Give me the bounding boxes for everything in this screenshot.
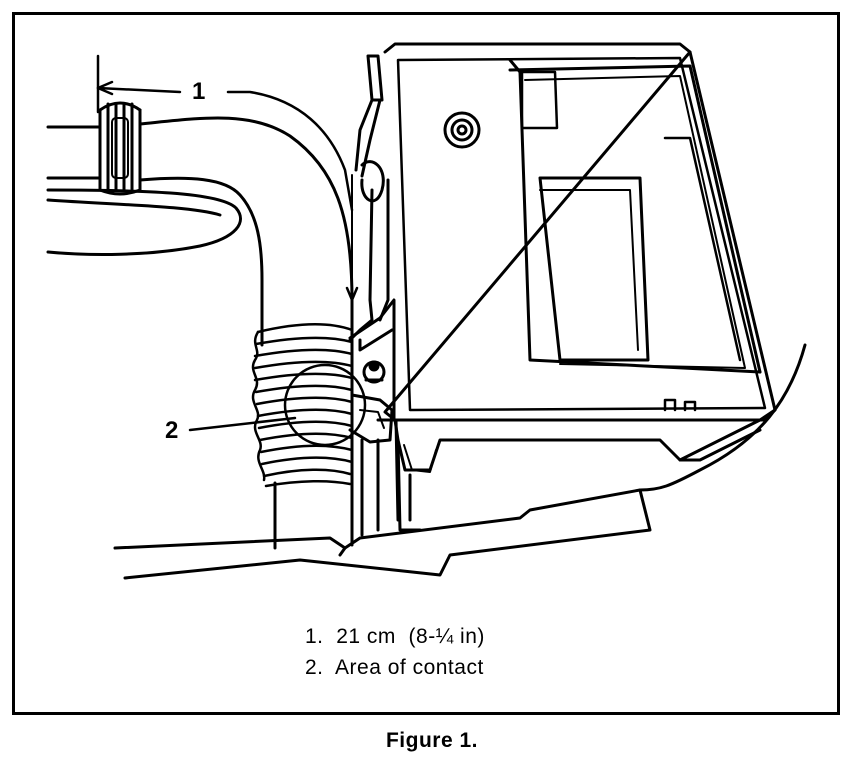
corrugated-sleeve xyxy=(253,324,352,486)
frame-rail xyxy=(115,345,805,578)
contact-area-circle xyxy=(285,365,365,445)
legend-item-1: 1. 21 cm (8-¼ in) xyxy=(305,625,485,649)
leader-line-2 xyxy=(190,418,295,430)
callout-number-1: 1 xyxy=(192,78,206,105)
legend-item-2: 2. Area of contact xyxy=(305,656,484,680)
legend-text: Area of contact xyxy=(335,656,484,679)
dimension-line-1 xyxy=(98,56,352,210)
hose-clamp xyxy=(100,103,140,194)
battery-housing xyxy=(385,44,775,530)
hose-pipe xyxy=(48,103,352,548)
figure-caption: Figure 1. xyxy=(385,729,479,752)
callout-number-2: 2 xyxy=(165,417,179,444)
legend-number: 2. xyxy=(305,656,324,679)
bracket-and-cable xyxy=(347,56,436,535)
bolt xyxy=(364,362,384,382)
legend-number: 1. xyxy=(305,625,324,648)
legend-text: 21 cm (8-¼ in) xyxy=(336,625,485,648)
